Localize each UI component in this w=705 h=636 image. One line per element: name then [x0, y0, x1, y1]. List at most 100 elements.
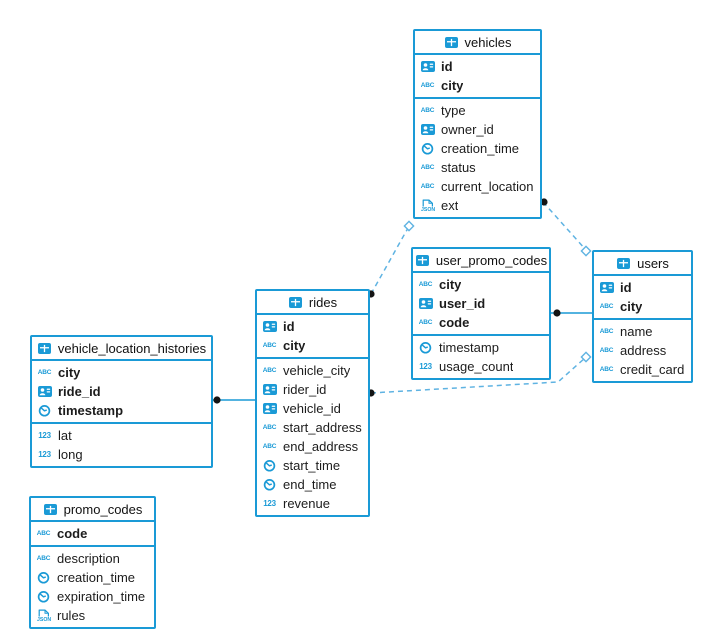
abc-icon: ABC	[420, 107, 435, 114]
column-row-rides-start_address[interactable]: ABC start_address	[257, 418, 368, 437]
column-row-vehicles-current_location[interactable]: ABC current_location	[415, 177, 540, 196]
column-name: creation_time	[441, 141, 520, 156]
column-name: end_address	[283, 439, 359, 454]
table-promo_codes[interactable]: promo_codes ABC code ABC description cre…	[29, 496, 156, 629]
abc-icon: ABC	[420, 183, 435, 190]
id-card-icon	[262, 321, 277, 332]
clock-icon	[263, 460, 276, 472]
column-row-promo_codes-expiration_time[interactable]: expiration_time	[31, 587, 154, 606]
column-row-users-credit_card[interactable]: ABC credit_card	[594, 360, 691, 379]
id-card-icon	[262, 384, 277, 395]
column-row-user_promo_codes-code[interactable]: ABC code	[413, 313, 549, 332]
column-row-promo_codes-description[interactable]: ABC description	[31, 549, 154, 568]
table-header-vehicles[interactable]: vehicles	[415, 31, 540, 55]
abc-icon: ABC	[418, 319, 433, 326]
column-name: vehicle_city	[283, 363, 351, 378]
column-row-users-address[interactable]: ABC address	[594, 341, 691, 360]
table-vehicle_location_histories[interactable]: vehicle_location_histories ABC city ride…	[30, 335, 213, 468]
table-vehicles[interactable]: vehicles id ABC city ABC type owner_id c…	[413, 29, 542, 219]
column-row-user_promo_codes-timestamp[interactable]: timestamp	[413, 338, 549, 357]
column-row-rides-id[interactable]: id	[257, 317, 368, 336]
table-users[interactable]: users id ABC city ABC name ABC address A…	[592, 250, 693, 383]
column-row-users-id[interactable]: id	[594, 278, 691, 297]
column-row-vehicles-creation_time[interactable]: creation_time	[415, 139, 540, 158]
table-user_promo_codes[interactable]: user_promo_codes ABC city user_id ABC co…	[411, 247, 551, 380]
column-row-promo_codes-rules[interactable]: JSON rules	[31, 606, 154, 625]
table-name: user_promo_codes	[435, 252, 548, 268]
table-name: vehicles	[464, 34, 512, 50]
abc-icon: ABC	[418, 281, 433, 288]
table-name: vehicle_location_histories	[57, 340, 207, 356]
column-name: timestamp	[58, 403, 124, 418]
table-grid-icon	[415, 254, 429, 266]
column-row-vehicles-status[interactable]: ABC status	[415, 158, 540, 177]
column-row-users-name[interactable]: ABC name	[594, 322, 691, 341]
abc-icon: ABC	[262, 424, 277, 431]
column-name: code	[57, 526, 88, 541]
abc-icon: ABC	[420, 164, 435, 171]
json-doc-icon: JSON	[421, 199, 435, 212]
clock-icon	[421, 143, 434, 155]
table-name: users	[637, 255, 669, 271]
column-name: ride_id	[58, 384, 101, 399]
column-row-users-city[interactable]: ABC city	[594, 297, 691, 316]
abc-icon: ABC	[420, 82, 435, 89]
table-rides[interactable]: rides id ABC city ABC vehicle_city rider…	[255, 289, 370, 517]
column-row-promo_codes-creation_time[interactable]: creation_time	[31, 568, 154, 587]
abc-icon: ABC	[37, 369, 52, 376]
columns-section: ABC type owner_id creation_time ABC stat…	[415, 99, 540, 217]
table-header-rides[interactable]: rides	[257, 291, 368, 315]
abc-icon: ABC	[599, 303, 614, 310]
table-grid-icon	[288, 296, 302, 308]
table-header-vehicle_location_histories[interactable]: vehicle_location_histories	[32, 337, 211, 361]
svg-text:JSON: JSON	[37, 617, 51, 622]
clock-icon	[419, 342, 432, 354]
column-name: end_time	[283, 477, 337, 492]
column-row-user_promo_codes-usage_count[interactable]: 123 usage_count	[413, 357, 549, 376]
column-name: usage_count	[439, 359, 514, 374]
abc-icon: ABC	[262, 342, 277, 349]
primary-key-section: ABC code	[31, 522, 154, 547]
column-row-vehicle_location_histories-timestamp[interactable]: timestamp	[32, 401, 211, 420]
column-row-rides-vehicle_id[interactable]: vehicle_id	[257, 399, 368, 418]
column-row-vehicle_location_histories-city[interactable]: ABC city	[32, 363, 211, 382]
column-row-rides-vehicle_city[interactable]: ABC vehicle_city	[257, 361, 368, 380]
column-row-user_promo_codes-city[interactable]: ABC city	[413, 275, 549, 294]
column-row-rides-start_time[interactable]: start_time	[257, 456, 368, 475]
columns-section: ABC vehicle_city rider_id vehicle_id ABC…	[257, 359, 368, 515]
abc-icon: ABC	[599, 328, 614, 335]
column-row-rides-city[interactable]: ABC city	[257, 336, 368, 355]
column-row-vehicles-ext[interactable]: JSON ext	[415, 196, 540, 215]
clock-icon	[263, 479, 276, 491]
column-row-vehicles-type[interactable]: ABC type	[415, 101, 540, 120]
column-row-vehicle_location_histories-lat[interactable]: 123 lat	[32, 426, 211, 445]
table-header-users[interactable]: users	[594, 252, 691, 276]
123-icon: 123	[38, 450, 51, 459]
columns-section: ABC description creation_time expiration…	[31, 547, 154, 627]
column-row-promo_codes-code[interactable]: ABC code	[31, 524, 154, 543]
abc-icon: ABC	[262, 443, 277, 450]
column-name: timestamp	[439, 340, 499, 355]
id-card-icon	[420, 124, 435, 135]
column-row-vehicles-id[interactable]: id	[415, 57, 540, 76]
column-name: current_location	[441, 179, 534, 194]
json-doc-icon: JSON	[37, 609, 51, 622]
id-card-icon	[37, 386, 52, 397]
primary-key-section: ABC city ride_id timestamp	[32, 361, 211, 424]
table-header-promo_codes[interactable]: promo_codes	[31, 498, 154, 522]
column-row-vehicle_location_histories-long[interactable]: 123 long	[32, 445, 211, 464]
column-row-vehicles-owner_id[interactable]: owner_id	[415, 120, 540, 139]
column-name: id	[620, 280, 632, 295]
primary-key-section: id ABC city	[594, 276, 691, 320]
table-header-user_promo_codes[interactable]: user_promo_codes	[413, 249, 549, 273]
column-row-rides-end_time[interactable]: end_time	[257, 475, 368, 494]
column-row-rides-revenue[interactable]: 123 revenue	[257, 494, 368, 513]
svg-text:JSON: JSON	[421, 207, 435, 212]
column-row-user_promo_codes-user_id[interactable]: user_id	[413, 294, 549, 313]
column-name: code	[439, 315, 470, 330]
column-row-vehicle_location_histories-ride_id[interactable]: ride_id	[32, 382, 211, 401]
column-row-rides-end_address[interactable]: ABC end_address	[257, 437, 368, 456]
column-row-vehicles-city[interactable]: ABC city	[415, 76, 540, 95]
column-row-rides-rider_id[interactable]: rider_id	[257, 380, 368, 399]
